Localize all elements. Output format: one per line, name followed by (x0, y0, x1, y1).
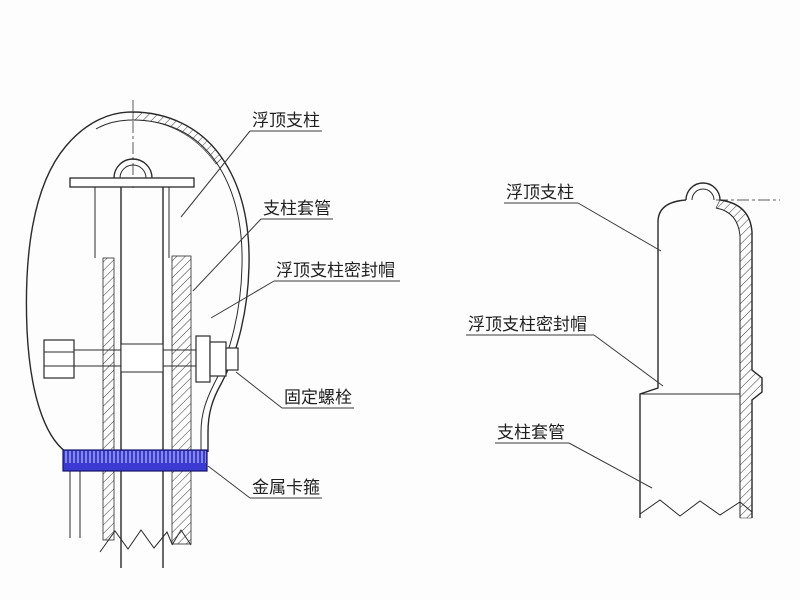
label-casing-right: 支柱套管 (497, 423, 565, 443)
seal-cap-inner-outline (95, 119, 243, 452)
label-pillar-left: 浮顶支柱 (252, 111, 320, 131)
label-sealcap-left-leader (210, 280, 275, 319)
label-casing-left: 支柱套管 (263, 199, 331, 219)
lifting-ring-outer (113, 158, 153, 179)
pillar-break-line (99, 529, 173, 553)
flange-plate (69, 177, 195, 188)
right-ring-inner (691, 188, 715, 201)
bolt-right-nut (209, 341, 227, 377)
metal-clamp-band (62, 449, 208, 472)
right-assembly (639, 182, 780, 519)
label-clamp-left: 金属卡箍 (252, 478, 320, 498)
left-callouts: 浮顶支柱 支柱套管 浮顶支柱密封帽 固定螺栓 金属卡箍 (180, 111, 400, 499)
label-casing-right-leader (568, 442, 653, 489)
label-bolt-left: 固定螺栓 (284, 388, 352, 408)
right-wall-hatch (715, 199, 763, 519)
right-body-left-outline (639, 199, 687, 518)
seal-cap-wall-hatch (132, 111, 223, 165)
casing-wall-left (102, 257, 115, 541)
right-ring-outer (685, 182, 721, 201)
label-sealcap-right-leader (593, 334, 664, 387)
casing-wall-right (171, 255, 192, 545)
casing-break-line (171, 529, 192, 546)
bolt-right-head (225, 347, 239, 371)
lifting-ring-inner (119, 164, 147, 179)
label-sealcap-right: 浮顶支柱密封帽 (468, 315, 587, 335)
label-clamp-left-leader (207, 465, 251, 499)
bolt-center-block (120, 343, 164, 373)
bolt-left-nut (43, 339, 75, 379)
right-break-line (639, 499, 753, 517)
label-pillar-left-leader (180, 130, 251, 218)
clamp-tick-texture (64, 451, 206, 463)
bolt-right-washer (195, 335, 211, 383)
right-body-right-inner (715, 207, 741, 518)
label-casing-left-leader (192, 218, 262, 292)
label-pillar-right-leader (577, 202, 662, 252)
label-bolt-left-leader (235, 371, 283, 409)
fixing-bolt-assembly (43, 335, 239, 383)
right-callouts: 浮顶支柱 浮顶支柱密封帽 支柱套管 (466, 183, 664, 489)
label-pillar-right: 浮顶支柱 (506, 183, 574, 203)
label-sealcap-left: 浮顶支柱密封帽 (276, 261, 395, 281)
left-assembly (25, 100, 250, 568)
